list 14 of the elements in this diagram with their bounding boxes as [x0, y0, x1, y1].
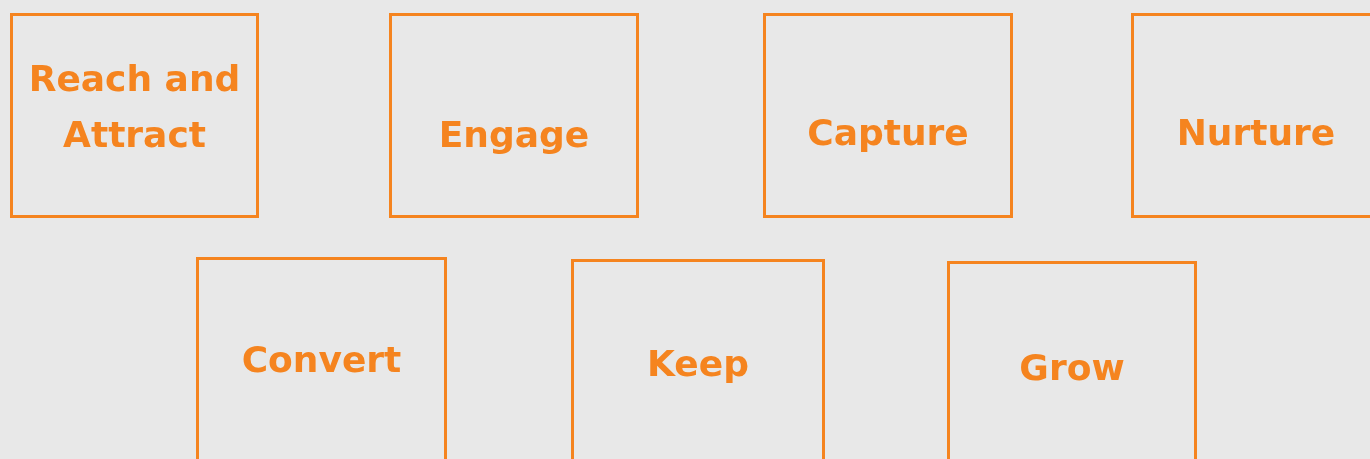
- stage-label: Convert: [241, 338, 402, 382]
- stage-box: [1131, 13, 1370, 218]
- stage-box: [947, 261, 1197, 459]
- stage-label: Reach and Attract: [27, 57, 242, 157]
- stage-box: [571, 259, 825, 459]
- stage-box: [389, 13, 639, 218]
- stage-label: Engage: [438, 113, 590, 157]
- stage-label: Keep: [647, 342, 749, 386]
- stage-label: Grow: [1019, 346, 1125, 390]
- stage-label: Nurture: [1176, 111, 1336, 155]
- stage-box: [196, 257, 447, 459]
- stage-box: [10, 13, 259, 218]
- stage-box: [763, 13, 1013, 218]
- stage-label: Capture: [807, 111, 969, 155]
